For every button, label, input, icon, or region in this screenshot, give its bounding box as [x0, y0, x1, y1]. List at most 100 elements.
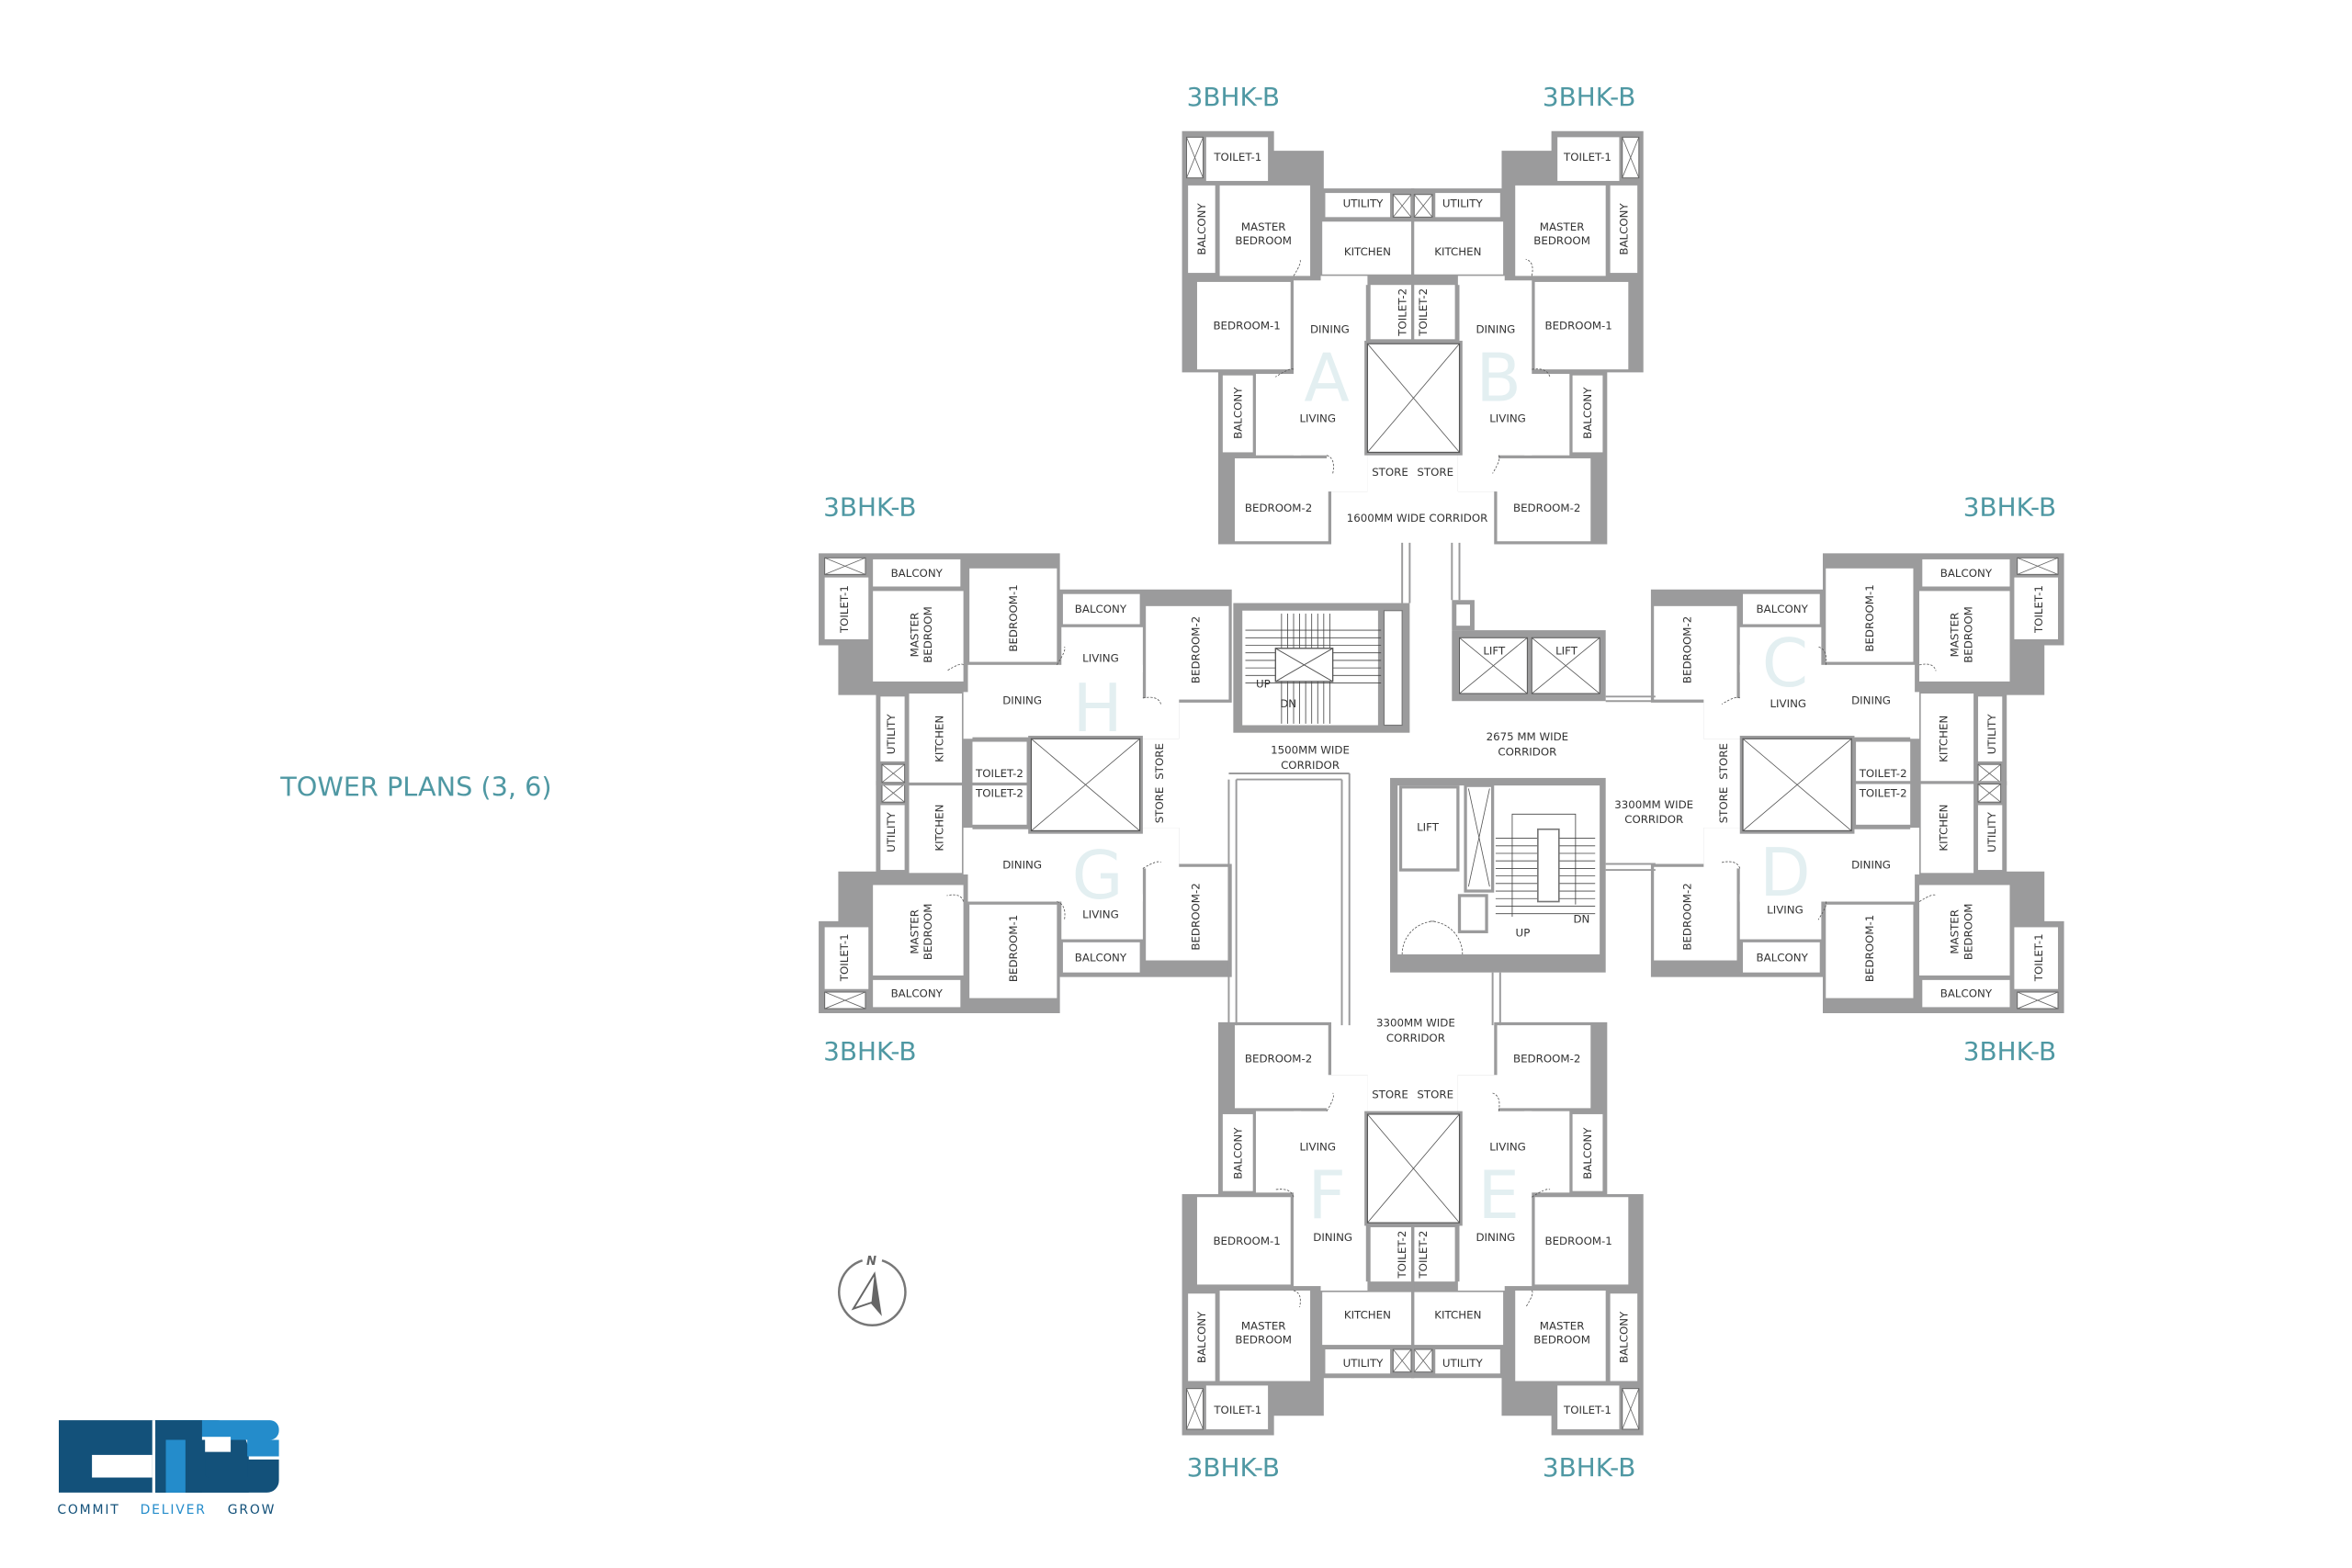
- room-bedroom-1: [1534, 1197, 1629, 1285]
- unit-letter: E: [1477, 1157, 1520, 1235]
- room-label-balcony: BALCONY: [1581, 387, 1594, 439]
- central-stair-up-label: UP: [1516, 926, 1531, 939]
- service-lift: [1398, 785, 1460, 872]
- door-swing: [1532, 1189, 1551, 1198]
- room-utility: [880, 696, 905, 761]
- open-area: [1294, 280, 1366, 456]
- room-label-bedroom-1: BEDROOM-1: [1213, 320, 1280, 333]
- room-toilet-1: [1557, 1385, 1620, 1429]
- unit-type-label-e: 3BHK-B: [1543, 1452, 1635, 1483]
- room-master: [873, 591, 964, 682]
- unit-letter: A: [1304, 341, 1349, 418]
- room-label-store: STORE: [1153, 743, 1166, 780]
- room-store: [1144, 782, 1168, 825]
- room-label-dining: DINING: [1310, 323, 1350, 336]
- room-bedroom-2: [1654, 605, 1737, 700]
- open-area: [1139, 828, 1180, 869]
- logo-tagline-deliver: DELIVER: [141, 1503, 207, 1517]
- door-swing: [1532, 368, 1551, 378]
- open-area: [1524, 374, 1570, 456]
- room-bedroom-1: [1196, 281, 1291, 370]
- room-bedroom-1: [1826, 568, 1914, 662]
- room-kitchen: [909, 694, 962, 783]
- west-staircase: UP DN: [1233, 603, 1410, 733]
- room-label-balcony: BALCONY: [1231, 387, 1244, 439]
- dtc-logo: COMMIT DELIVER GROW: [57, 1420, 279, 1517]
- room-label-toilet-2: TOILET-2: [975, 767, 1023, 780]
- room-toilet-2: [1414, 285, 1455, 340]
- unit-type-label-h: 3BHK-B: [823, 491, 916, 522]
- open-area: [1739, 894, 1822, 940]
- door-swing: [1817, 901, 1827, 920]
- room-label-bedroom-2: BEDROOM-2: [1189, 616, 1202, 683]
- unit-letter: G: [1072, 838, 1124, 915]
- door-swing: [1057, 901, 1066, 920]
- room-kitchen: [1414, 1292, 1504, 1346]
- room-label-utility: UTILITY: [1343, 1357, 1385, 1370]
- room-kitchen: [1920, 784, 1974, 874]
- open-area: [1457, 1075, 1499, 1114]
- door-swing: [1492, 455, 1500, 474]
- room-balcony: [1188, 185, 1216, 274]
- open-area: [967, 664, 1143, 738]
- room-bedroom-2: [1497, 457, 1591, 542]
- room-label-bedroom-2: BEDROOM-2: [1513, 502, 1580, 514]
- room-label-kitchen: KITCHEN: [1344, 245, 1391, 258]
- room-toilet-2: [1370, 1227, 1411, 1282]
- room-label-dining: DINING: [1002, 858, 1042, 871]
- room-bedroom-2: [1654, 866, 1737, 961]
- room-utility: [1978, 805, 2003, 871]
- corridor-label-right-2: CORRIDOR: [1624, 813, 1683, 826]
- open-area: [1061, 894, 1143, 940]
- wing-c: CTOILET-1BALCONYMASTERBEDROOMBEDROOM-1BA…: [1650, 553, 2064, 786]
- door-swing: [1275, 1189, 1295, 1198]
- corridor-label-bottom-2: CORRIDOR: [1386, 1032, 1445, 1044]
- room-balcony: [1062, 942, 1140, 973]
- room-label-toilet-1: TOILET-1: [838, 933, 851, 982]
- room-label-balcony: BALCONY: [1231, 1127, 1244, 1179]
- room-label-balcony: BALCONY: [891, 567, 944, 580]
- room-label-utility: UTILITY: [885, 714, 898, 755]
- room-label-toilet-2: TOILET-2: [1859, 767, 1907, 780]
- room-toilet-2: [1370, 285, 1411, 340]
- room-label-living: LIVING: [1770, 697, 1806, 710]
- room-store: [1370, 457, 1413, 479]
- door-swing: [1057, 646, 1066, 666]
- duct-shaft-h: [1028, 735, 1143, 834]
- room-balcony: [1743, 593, 1820, 625]
- room-balcony: [1610, 1293, 1638, 1382]
- room-label-toilet-1: TOILET-1: [2032, 585, 2045, 634]
- room-label-kitchen: KITCHEN: [1344, 1308, 1391, 1321]
- room-toilet-1: [2014, 927, 2058, 989]
- open-area: [1457, 1281, 1505, 1291]
- room-balcony: [1743, 942, 1820, 973]
- room-toilet-1: [1205, 1385, 1269, 1429]
- room-master: [1919, 591, 2010, 682]
- room-kitchen: [1414, 221, 1504, 275]
- open-area: [1255, 1111, 1302, 1193]
- open-area: [963, 828, 973, 874]
- room-label-toilet-1: TOILET-1: [1563, 1404, 1611, 1416]
- room-master: [1219, 1290, 1311, 1382]
- door-swing: [1525, 258, 1533, 276]
- room-label-toilet-1: TOILET-1: [1213, 1404, 1261, 1416]
- open-area: [963, 692, 973, 739]
- room-utility: [1325, 193, 1391, 218]
- room-label-toilet-1: TOILET-1: [1563, 151, 1611, 164]
- room-label-bedroom-2: BEDROOM-2: [1245, 502, 1312, 514]
- open-area: [1061, 626, 1143, 673]
- page-title: TOWER PLANS (3, 6): [279, 772, 551, 803]
- corridor-label-top: 1600MM WIDE CORRIDOR: [1347, 512, 1488, 525]
- room-label-bedroom-2: BEDROOM-2: [1513, 1052, 1580, 1065]
- room-label-kitchen: KITCHEN: [1937, 716, 1950, 762]
- room-label-balcony: BALCONY: [1757, 951, 1809, 964]
- unit-letter: F: [1307, 1157, 1346, 1235]
- room-label-utility: UTILITY: [1343, 197, 1385, 210]
- compass-north-label: N: [866, 1255, 876, 1269]
- room-label-utility: UTILITY: [1985, 811, 1998, 852]
- room-label-store: STORE: [1417, 1089, 1453, 1101]
- corridor-lines: [1227, 542, 1656, 1026]
